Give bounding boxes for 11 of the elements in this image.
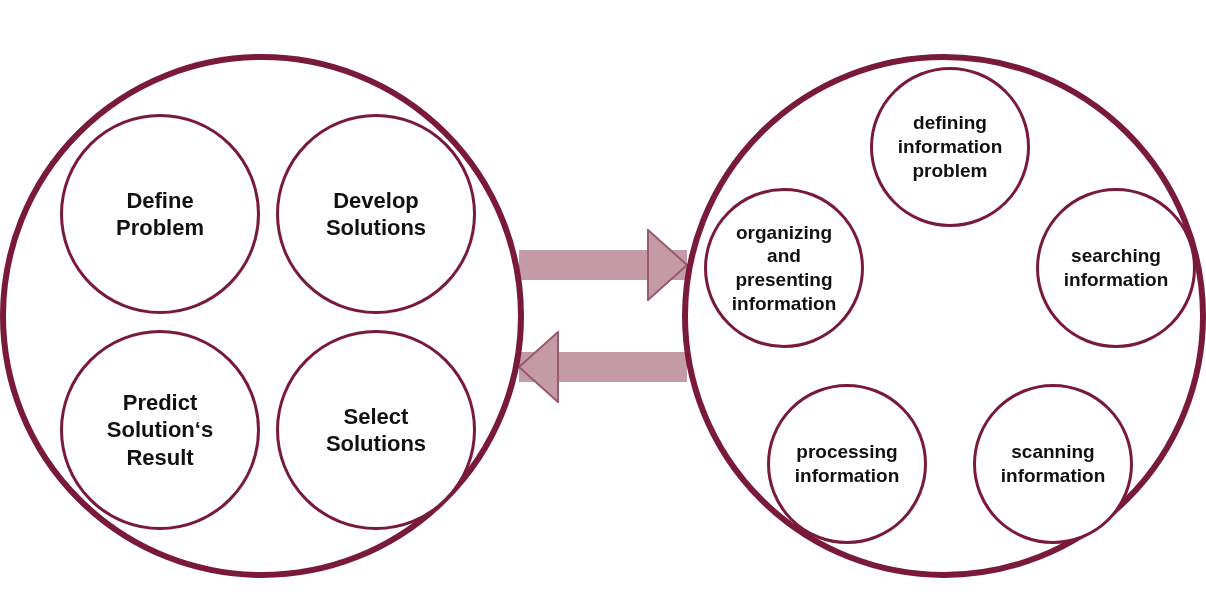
circle-text: Select Solutions [324, 402, 428, 458]
circle-text: processing information [793, 440, 901, 488]
block-arrow [518, 331, 687, 403]
circle-text: Predict Solution‘s Result [105, 388, 215, 472]
circle-text: organizing and presenting information [730, 220, 838, 316]
circle-text: searching information [1062, 244, 1170, 292]
circle-text: defining information problem [896, 111, 1004, 183]
circle-text: Develop Solutions [324, 186, 428, 242]
circle-text: Define Problem [115, 186, 205, 242]
circle-text: scanning information [999, 440, 1107, 488]
block-arrow [519, 229, 688, 301]
